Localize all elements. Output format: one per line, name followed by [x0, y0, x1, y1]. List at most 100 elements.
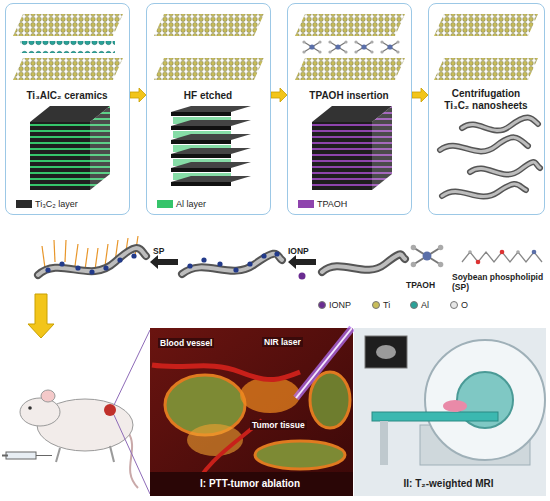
process-panel: TPAOH insertion [287, 3, 412, 215]
block-side [90, 106, 110, 190]
panel-title: II: T₂-weighted MRI [356, 478, 542, 490]
mri-ground [354, 328, 546, 496]
legend-text: O [461, 300, 468, 310]
sheet [322, 254, 405, 272]
ionp-particle [299, 273, 306, 280]
plate-top [171, 148, 251, 154]
sheet [38, 248, 146, 275]
etched-stack [171, 106, 251, 186]
c-atom [516, 250, 520, 254]
plate-top [171, 134, 251, 140]
ceramic-block [30, 106, 110, 190]
block-front [312, 122, 372, 190]
sheet [470, 162, 540, 174]
heat-glow [240, 377, 300, 413]
legend-item: Al [410, 300, 429, 310]
callout-label: Blood vessel [158, 338, 214, 348]
sp-chains [65, 240, 66, 262]
ionp-dots [89, 269, 94, 274]
syringe-plunger [2, 455, 8, 457]
process-arrow [271, 88, 287, 102]
sp-chains [42, 246, 45, 268]
ti-layer [295, 14, 405, 36]
tpaoh-molecule [354, 40, 373, 53]
ti-layer [295, 58, 405, 80]
mri-scene [354, 328, 546, 496]
legend-item: Ti [372, 300, 390, 310]
ionp-dots [45, 267, 50, 272]
syringe-barrel [6, 452, 36, 459]
ptt-scene [150, 328, 353, 496]
callout-label: Tumor tissue [250, 420, 307, 430]
legend-item: IONP [318, 300, 351, 310]
syringe [2, 452, 52, 459]
sp-coated-sheet [38, 236, 146, 275]
callout-label: NIR laser [262, 337, 303, 347]
tpaoh-molecule [411, 245, 444, 267]
ionp-dots [187, 263, 192, 268]
sheet [462, 117, 538, 130]
panel-title: TPAOH insertion [290, 90, 408, 102]
panel-title: I: PTT-tumor ablation [152, 478, 348, 490]
tpaoh-molecule [302, 40, 321, 53]
nir-beam [296, 328, 352, 398]
sheet [442, 184, 526, 196]
step-label: IONP [288, 246, 309, 256]
ionp-dots [217, 261, 222, 266]
o-atom [476, 260, 481, 265]
process-arrow [150, 255, 178, 269]
molecule-label: Soybean phospholipid (SP) [452, 272, 544, 292]
ionp-sheet [182, 251, 282, 274]
sheet [322, 254, 405, 272]
ti-layer [434, 58, 538, 80]
legend-text: Al layer [176, 199, 206, 209]
sheet [442, 184, 526, 196]
plate-front [171, 140, 231, 144]
process-panel: HF etched [146, 3, 271, 215]
sheet [182, 254, 282, 274]
tpaoh-molecule [328, 40, 347, 53]
mouse-head [20, 398, 60, 426]
sp-chains [75, 244, 78, 266]
process-arrow [130, 88, 146, 102]
o-atom [500, 250, 505, 255]
mri-ring [425, 340, 545, 460]
plate-front [171, 112, 231, 116]
plate-front [171, 168, 231, 172]
plain-sheet [322, 254, 405, 272]
block-side [372, 106, 392, 190]
ionp-dots [103, 265, 108, 270]
ionp-dots [261, 253, 266, 258]
tumor-ground [150, 328, 353, 496]
sheet [462, 117, 538, 130]
nir-beam [296, 328, 352, 398]
sheet [440, 137, 528, 151]
ionp-dots [45, 253, 136, 274]
caption-strip [150, 472, 353, 496]
ti-layer [13, 58, 123, 80]
ionp-dots [187, 251, 279, 272]
legend-swatch [450, 301, 458, 309]
ionp-dots [75, 265, 80, 270]
legend-swatch [16, 200, 32, 208]
sheet [182, 254, 282, 274]
panel-title: HF etched [149, 90, 267, 102]
mouse-ear [41, 390, 55, 402]
panel-title: Centrifugation Ti₃C₂ nanosheets [442, 88, 530, 112]
nanosheets [440, 117, 540, 196]
legend-text: Al [421, 300, 429, 310]
mouse [20, 390, 138, 488]
legend-item: TPAOH [298, 199, 347, 209]
tumor-tissue [255, 441, 345, 469]
mouse-on-bed [443, 400, 467, 412]
sheet [38, 248, 146, 275]
legend-text: Ti₃C₂ layer [35, 199, 78, 209]
block-front [30, 122, 90, 190]
al-row [20, 41, 115, 53]
process-arrow [412, 88, 428, 102]
ionp-dots [233, 267, 238, 272]
ionp-dots [131, 253, 136, 258]
ti-layer [13, 14, 123, 36]
legend-item: O [450, 300, 468, 310]
sp-chains [54, 240, 55, 262]
